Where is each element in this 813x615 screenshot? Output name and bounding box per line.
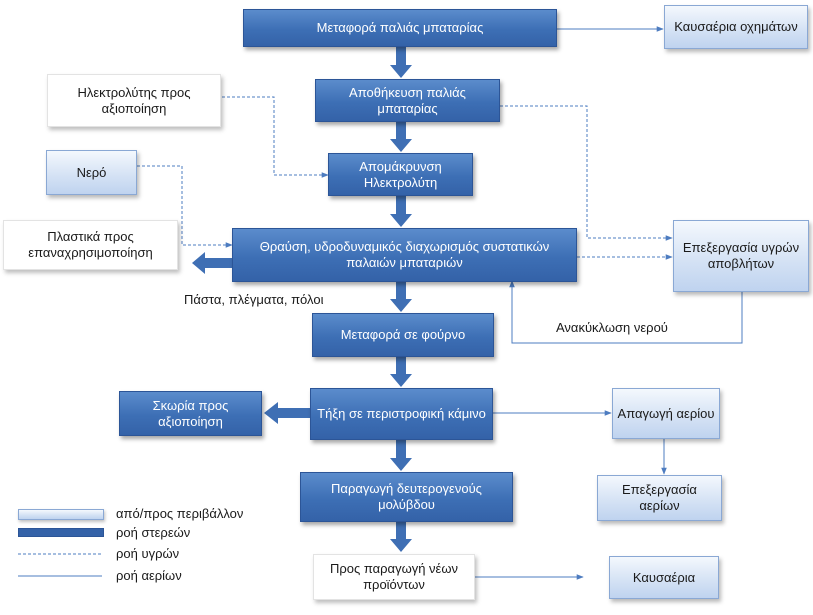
node-gas-treatment: Επεξεργασία αερίων xyxy=(597,475,722,521)
node-plastics-recycling: Πλαστικά προς επαναχρησιμοποίηση xyxy=(3,220,178,270)
solid-arrow-storage-to-removal xyxy=(390,122,412,152)
node-crushing-separation: Θραύση, υδροδυναμικός διαχωρισμός συστατ… xyxy=(232,228,577,282)
node-liquid-waste-treatment: Επεξεργασία υγρών αποβλήτων xyxy=(673,220,809,292)
legend-solids-symbol xyxy=(18,528,104,537)
solids-flow-arrows xyxy=(192,47,412,552)
solid-arrow-lead-to-products xyxy=(390,522,412,552)
solid-arrow-melting-to-lead xyxy=(390,440,412,471)
solid-arrow-transport-to-storage xyxy=(390,47,412,78)
gas-flow-lines xyxy=(475,26,743,580)
node-vehicle-fuel-gases: Καυσαέρια οχημάτων xyxy=(664,5,808,49)
label-paste-grids-poles: Πάστα, πλέγματα, πόλοι xyxy=(184,292,324,307)
legend-solids-label: ροή στερεών xyxy=(116,525,191,540)
node-electrolyte-reuse: Ηλεκτρολύτης προς αξιοποίηση xyxy=(47,74,221,127)
node-gas-extraction: Απαγωγή αερίου xyxy=(612,388,720,439)
node-exhaust-gases: Καυσαέρια xyxy=(609,556,719,599)
node-rotary-kiln-melting: Τήξη σε περιστροφική κάμινο xyxy=(310,388,493,440)
node-electrolyte-removal: Απομάκρυνση Ηλεκτρολύτη xyxy=(328,153,473,196)
liquid-line-water-to-crushing xyxy=(137,165,233,248)
legend-liquids-label: ροή υγρών xyxy=(116,546,180,561)
node-secondary-lead-production: Παραγωγή δευτερογενούς μολύβδου xyxy=(300,472,513,522)
legend-gases-label: ροή αερίων xyxy=(116,568,182,583)
node-water: Νερό xyxy=(46,150,137,195)
legend-environment-label: από/προς περιβάλλον xyxy=(116,506,244,521)
liquid-flow-lines xyxy=(137,96,673,260)
node-transport-old-battery: Μεταφορά παλιάς μπαταρίας xyxy=(243,9,557,47)
node-slag-reuse: Σκωρία προς αξιοποίηση xyxy=(119,391,262,436)
legend-environment-symbol xyxy=(18,509,104,520)
solid-arrow-removal-to-crushing xyxy=(390,196,412,227)
solid-arrow-crushing-to-plastics xyxy=(192,252,234,274)
node-transfer-furnace: Μεταφορά σε φούρνο xyxy=(312,313,494,357)
solid-arrow-melting-to-slag xyxy=(264,402,310,424)
water-recirculation-line xyxy=(509,280,743,344)
solid-arrow-crushing-to-furnace xyxy=(390,282,412,312)
liquid-line-storage-to-treatment xyxy=(500,105,673,241)
node-storage-old-battery: Αποθήκευση παλιάς μπαταρίας xyxy=(315,79,500,122)
label-water-recirculation: Ανακύκλωση νερού xyxy=(556,320,668,335)
node-new-products: Προς παραγωγή νέων προϊόντων xyxy=(313,554,475,600)
liquid-line-electrolyte-to-removal xyxy=(222,96,329,178)
solid-arrow-furnace-to-melting xyxy=(390,357,412,387)
